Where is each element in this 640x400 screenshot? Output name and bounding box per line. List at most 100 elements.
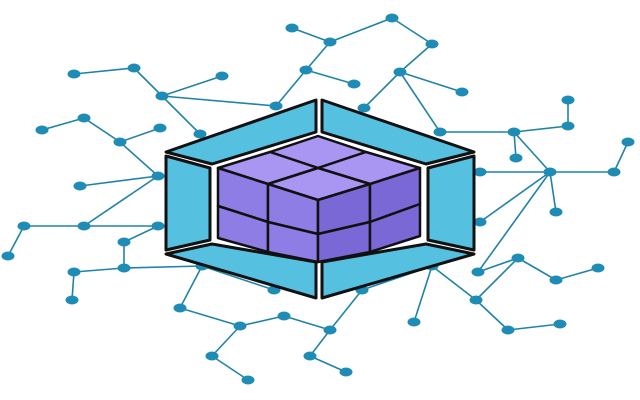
network-node	[607, 167, 621, 177]
network-edge	[399, 43, 433, 73]
network-node	[339, 367, 353, 377]
network-node	[241, 375, 255, 385]
network-edge	[211, 355, 249, 381]
network-edge	[513, 131, 551, 173]
network-edge	[477, 257, 519, 273]
network-edge	[119, 127, 161, 143]
network-edge	[475, 257, 519, 301]
network-edge	[475, 299, 509, 331]
network-edge	[305, 41, 331, 71]
network-node	[269, 101, 283, 111]
network-edge	[613, 141, 629, 173]
network-edge	[239, 315, 285, 327]
network-node	[299, 65, 313, 75]
network-edge	[179, 265, 203, 309]
network-node	[561, 121, 575, 131]
network-node	[77, 221, 91, 231]
network-node	[323, 325, 337, 335]
network-node	[113, 137, 127, 147]
network-edge	[517, 257, 557, 281]
network-node	[621, 137, 635, 147]
network-edge	[83, 117, 121, 143]
network-node	[193, 129, 207, 139]
network-node	[473, 217, 487, 227]
network-node	[507, 127, 521, 137]
network-edge	[123, 265, 203, 269]
network-node	[347, 79, 361, 89]
network-node	[469, 295, 483, 305]
network-edge	[291, 27, 331, 43]
network-edge	[275, 69, 307, 107]
network-node	[501, 325, 515, 335]
network-edge	[161, 95, 201, 135]
network-edge	[73, 267, 125, 273]
network-edge	[305, 69, 355, 85]
network-node	[65, 295, 79, 305]
network-node	[173, 303, 187, 313]
network-edge	[399, 71, 441, 133]
network-node	[549, 275, 563, 285]
network-node	[73, 181, 87, 191]
network-node	[553, 319, 567, 329]
network-node	[473, 167, 487, 177]
network-edge	[555, 267, 599, 281]
network-node	[433, 127, 447, 137]
network-node	[357, 103, 371, 113]
network-node	[151, 221, 165, 231]
network-node	[509, 153, 523, 163]
network-edge	[73, 67, 135, 75]
network-edge	[83, 175, 159, 227]
network-edge	[71, 271, 75, 301]
frame-top-right-face	[320, 98, 476, 166]
network-edge	[399, 71, 463, 93]
network-node	[407, 317, 421, 327]
network-node	[215, 71, 229, 81]
network-edge	[513, 125, 569, 133]
frame-right-face	[426, 154, 476, 252]
network-node	[277, 311, 291, 321]
network-edge	[79, 175, 159, 187]
network-node	[511, 253, 525, 263]
network-edge	[363, 71, 401, 109]
network-edge	[123, 225, 159, 243]
network-edge	[283, 315, 331, 331]
network-node	[117, 263, 131, 273]
network-node	[561, 95, 575, 105]
network-node	[323, 37, 337, 47]
network-edge	[479, 171, 551, 223]
frame-left-face	[164, 154, 212, 252]
network-node	[591, 263, 605, 273]
network-node	[151, 171, 165, 181]
network-edge	[413, 265, 433, 323]
network-edge	[201, 265, 275, 291]
network-edge	[329, 289, 363, 331]
network-node	[303, 351, 317, 361]
network-node	[425, 39, 439, 49]
network-edge	[507, 323, 561, 331]
network-edge	[41, 117, 85, 131]
network-node	[153, 123, 167, 133]
frame-bottom-right-face	[320, 242, 476, 300]
network-edge	[431, 265, 477, 301]
network-edge	[211, 325, 241, 357]
network-edge	[179, 307, 241, 327]
network-edge	[309, 329, 331, 357]
cube-logo	[164, 98, 476, 300]
network-node	[385, 13, 399, 23]
network-node	[471, 267, 485, 277]
network-node	[233, 321, 247, 331]
network-node	[67, 267, 81, 277]
network-node	[77, 113, 91, 123]
network-node	[393, 67, 407, 77]
network-edge	[477, 171, 551, 273]
network-edge	[119, 141, 159, 177]
network-node	[543, 167, 557, 177]
network-edge	[391, 17, 433, 45]
network-node	[1, 251, 15, 261]
network-edge	[329, 17, 393, 43]
inner-cube	[216, 134, 422, 264]
cube-block-right-lower	[368, 202, 422, 254]
network-node	[455, 87, 469, 97]
network-edge	[549, 171, 557, 213]
